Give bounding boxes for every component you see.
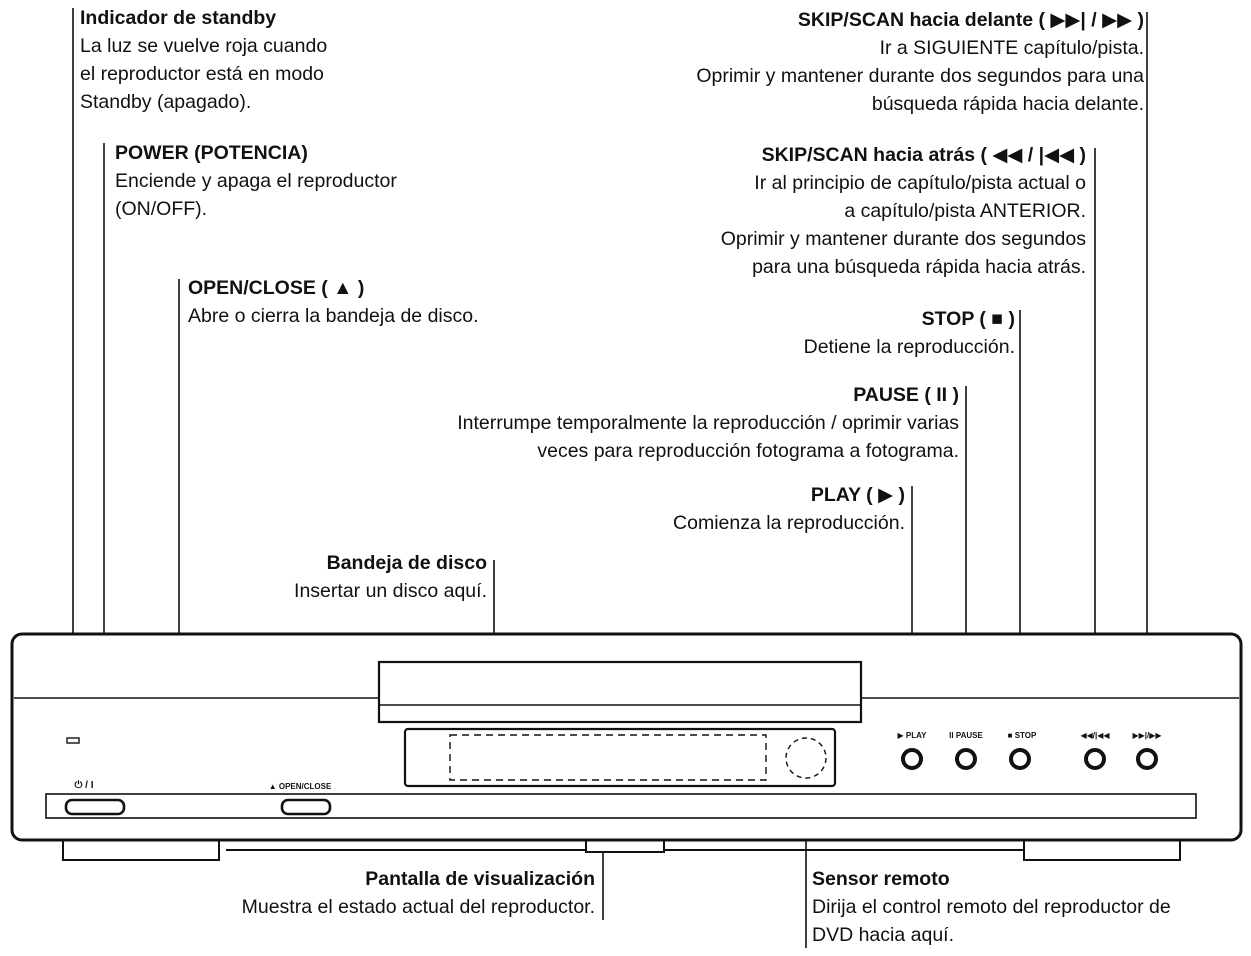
label-standby: Indicador de standby La luz se vuelve ro… <box>80 4 327 116</box>
label-play: PLAY ( ▶ ) Comienza la reproducción. <box>673 481 905 537</box>
power-desc-1: Enciende y apaga el reproductor <box>115 170 397 192</box>
display-title: Pantalla de visualización <box>365 868 595 890</box>
remote-sensor <box>785 737 827 779</box>
disc-tray <box>377 660 863 724</box>
skip-back-title: SKIP/SCAN hacia atrás ( ◀◀ / |◀◀ ) <box>761 144 1086 166</box>
open-close-mark: ▲ OPEN/CLOSE <box>269 782 332 791</box>
power-button[interactable] <box>64 798 126 816</box>
fwd-mark: ▶▶|/▶▶ <box>1132 731 1162 740</box>
pause-mark: II PAUSE <box>949 731 983 740</box>
skip-fwd-button[interactable] <box>1136 748 1158 770</box>
standby-title: Indicador de standby <box>80 7 277 29</box>
open-close-button[interactable] <box>280 798 332 816</box>
power-mark: ⏻ / I <box>74 779 93 791</box>
label-open-close: OPEN/CLOSE ( ▲ ) Abre o cierra la bandej… <box>188 274 479 330</box>
label-display: Pantalla de visualización Muestra el est… <box>242 865 595 921</box>
standby-desc-2: el reproductor está en modo <box>80 63 324 85</box>
skip-back-desc-1: Ir al principio de capítulo/pista actual… <box>754 172 1086 194</box>
label-power: POWER (POTENCIA) Enciende y apaga el rep… <box>115 139 397 223</box>
sensor-title: Sensor remoto <box>812 868 950 890</box>
skip-fwd-desc-3: búsqueda rápida hacia delante. <box>871 93 1144 115</box>
play-title: PLAY ( ▶ ) <box>810 484 905 506</box>
display-window <box>403 727 837 788</box>
label-sensor: Sensor remoto Dirija el control remoto d… <box>812 865 1171 949</box>
power-title: POWER (POTENCIA) <box>115 142 308 164</box>
label-skip-back: SKIP/SCAN hacia atrás ( ◀◀ / |◀◀ ) Ir al… <box>721 141 1086 281</box>
open-close-desc-1: Abre o cierra la bandeja de disco. <box>188 305 479 327</box>
stop-title: STOP ( ■ ) <box>921 308 1015 330</box>
play-desc-1: Comienza la reproducción. <box>673 512 905 534</box>
skip-back-desc-2: a capítulo/pista ANTERIOR. <box>844 200 1086 222</box>
center-foot <box>585 839 665 853</box>
stop-button[interactable] <box>1009 748 1031 770</box>
pause-title: PAUSE ( II ) <box>853 384 959 406</box>
bottom-band <box>45 793 1197 819</box>
stop-mark: ■ STOP <box>1008 731 1037 740</box>
standby-desc-3: Standby (apagado). <box>80 91 252 113</box>
pause-desc-1: Interrumpe temporalmente la reproducción… <box>457 412 959 434</box>
skip-back-desc-3: Oprimir y mantener durante dos segundos <box>720 228 1086 250</box>
display-area <box>449 734 767 781</box>
tray-title: Bandeja de disco <box>326 552 487 574</box>
skip-back-button[interactable] <box>1084 748 1106 770</box>
play-button[interactable] <box>901 748 923 770</box>
label-skip-fwd: SKIP/SCAN hacia delante ( ▶▶| / ▶▶ ) Ir … <box>696 6 1144 118</box>
label-tray: Bandeja de disco Insertar un disco aquí. <box>294 549 487 605</box>
stop-desc-1: Detiene la reproducción. <box>803 336 1015 358</box>
open-close-title: OPEN/CLOSE ( ▲ ) <box>188 277 365 299</box>
skip-fwd-title: SKIP/SCAN hacia delante ( ▶▶| / ▶▶ ) <box>797 9 1144 31</box>
standby-desc-1: La luz se vuelve roja cuando <box>80 35 328 57</box>
skip-fwd-desc-1: Ir a SIGUIENTE capítulo/pista. <box>879 37 1144 59</box>
sensor-desc-1: Dirija el control remoto del reproductor… <box>812 896 1171 918</box>
back-mark: ◀◀/|◀◀ <box>1080 731 1110 740</box>
play-mark: ▶ PLAY <box>898 731 928 740</box>
standby-led <box>66 737 80 744</box>
pause-button[interactable] <box>955 748 977 770</box>
skip-fwd-desc-2: Oprimir y mantener durante dos segundos … <box>696 65 1144 87</box>
skip-back-desc-4: para una búsqueda rápida hacia atrás. <box>752 256 1086 278</box>
label-pause: PAUSE ( II ) Interrumpe temporalmente la… <box>457 381 959 465</box>
tray-desc-1: Insertar un disco aquí. <box>294 580 487 602</box>
label-stop: STOP ( ■ ) Detiene la reproducción. <box>804 305 1015 361</box>
display-desc-1: Muestra el estado actual del reproductor… <box>241 896 595 918</box>
sensor-desc-2: DVD hacia aquí. <box>812 924 954 946</box>
power-desc-2: (ON/OFF). <box>115 198 208 220</box>
pause-desc-2: veces para reproducción fotograma a foto… <box>537 440 959 462</box>
